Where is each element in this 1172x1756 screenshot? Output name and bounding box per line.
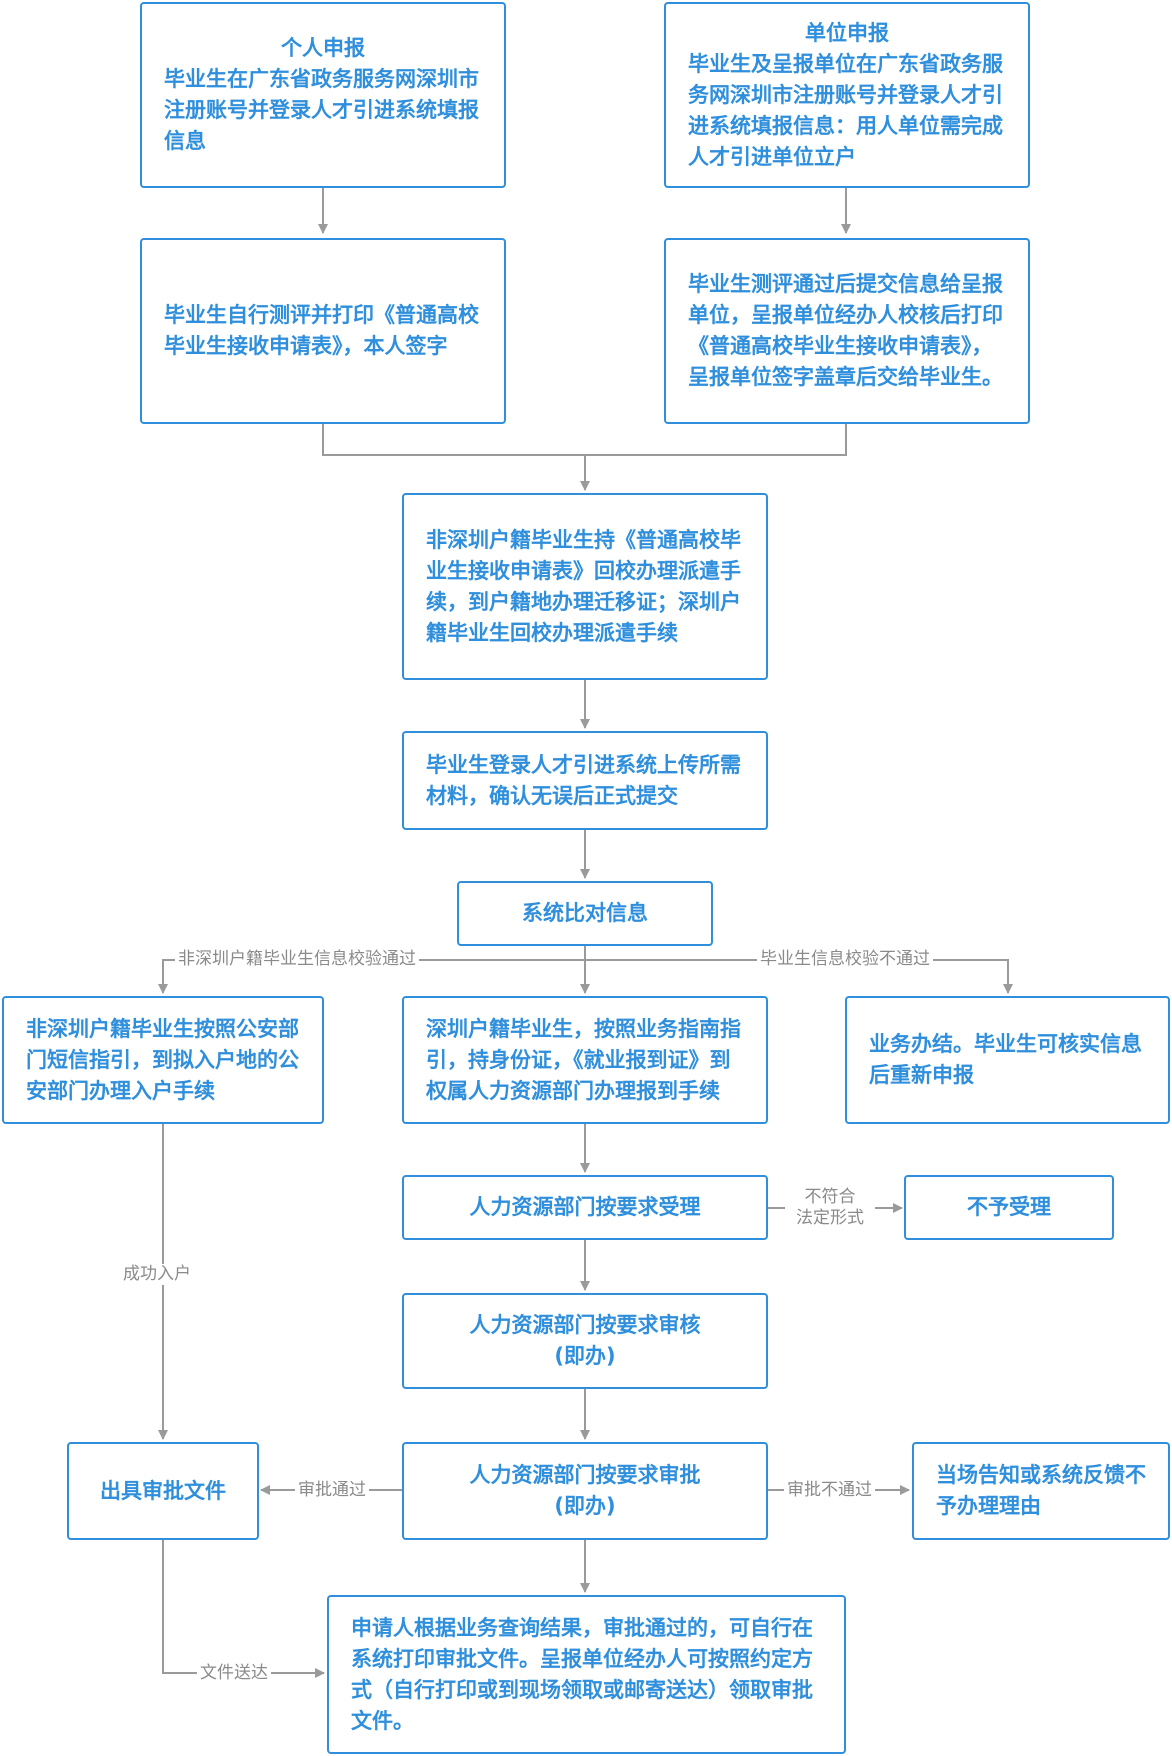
merge-line — [322, 424, 847, 456]
personal-application-title: 个人申报 — [281, 36, 365, 60]
self-evaluation-box: 毕业生自行测评并打印《普通高校毕业生接收申请表》，本人签字 — [140, 238, 506, 424]
dispatch-procedure-box: 非深圳户籍毕业生持《普通高校毕业生接收申请表》回校办理派遣手续，到户籍地办理迁移… — [402, 493, 768, 680]
hr-review-box: 人力资源部门按要求审核 (即办) — [402, 1293, 768, 1389]
unit-application-text: 毕业生及呈报单位在广东省政务服务网深圳市注册账号并登录人才引进系统填报信息：用人… — [688, 51, 1003, 169]
hr-accept-text: 人力资源部门按要求受理 — [469, 1195, 701, 1219]
dispatch-procedure-text: 非深圳户籍毕业生持《普通高校毕业生接收申请表》回校办理派遣手续，到户籍地办理迁移… — [426, 527, 741, 645]
sz-registration-box: 深圳户籍毕业生，按照业务指南指引，持身份证，《就业报到证》到权属人力资源部门办理… — [402, 996, 768, 1124]
arrow-compare-to-non-sz — [158, 959, 585, 994]
issue-document-text: 出具审批文件 — [100, 1478, 226, 1503]
label-approved: 审批通过 — [295, 1480, 369, 1501]
issue-document-box: 出具审批文件 — [67, 1442, 259, 1540]
label-not-conform: 不符合 法定形式 — [785, 1187, 875, 1229]
notify-reason-text: 当场告知或系统反馈不予办理理由 — [936, 1463, 1146, 1518]
label-non-sz-pass: 非深圳户籍毕业生信息校验通过 — [175, 949, 419, 970]
final-result-box: 申请人根据业务查询结果，审批通过的，可自行在系统打印审批文件。呈报单位经办人可按… — [327, 1595, 846, 1754]
label-not-approved: 审批不通过 — [784, 1480, 875, 1501]
verify-fail-text: 业务办结。毕业生可核实信息后重新申报 — [869, 1032, 1142, 1087]
hr-approve-note: (即办) — [554, 1494, 616, 1518]
unit-evaluation-box: 毕业生测评通过后提交信息给呈报单位，呈报单位经办人校核后打印《普通高校毕业生接收… — [664, 238, 1030, 424]
reject-text: 不予受理 — [967, 1195, 1051, 1219]
upload-materials-box: 毕业生登录人才引进系统上传所需材料，确认无误后正式提交 — [402, 731, 768, 830]
label-success-hukou: 成功入户 — [120, 1264, 194, 1285]
hr-approve-text: 人力资源部门按要求审批 — [469, 1463, 701, 1487]
hr-accept-box: 人力资源部门按要求受理 — [402, 1175, 768, 1240]
non-sz-hukou-box: 非深圳户籍毕业生按照公安部门短信指引，到拟入户地的公安部门办理入户手续 — [2, 996, 324, 1124]
non-sz-hukou-text: 非深圳户籍毕业生按照公安部门短信指引，到拟入户地的公安部门办理入户手续 — [26, 1016, 299, 1103]
personal-application-text: 毕业生在广东省政务服务网深圳市注册账号并登录人才引进系统填报信息 — [164, 67, 479, 153]
notify-reason-box: 当场告知或系统反馈不予办理理由 — [912, 1442, 1170, 1540]
upload-materials-text: 毕业生登录人才引进系统上传所需材料，确认无误后正式提交 — [426, 752, 741, 808]
sz-registration-text: 深圳户籍毕业生，按照业务指南指引，持身份证，《就业报到证》到权属人力资源部门办理… — [426, 1016, 741, 1103]
arrow-issue-to-final — [162, 1540, 325, 1678]
verify-fail-box: 业务办结。毕业生可核实信息后重新申报 — [845, 996, 1170, 1124]
label-doc-delivery: 文件送达 — [197, 1663, 271, 1684]
hr-review-text: 人力资源部门按要求审核 — [469, 1313, 701, 1337]
final-result-text: 申请人根据业务查询结果，审批通过的，可自行在系统打印审批文件。呈报单位经办人可按… — [351, 1615, 813, 1733]
system-compare-box: 系统比对信息 — [457, 881, 713, 946]
reject-box: 不予受理 — [904, 1175, 1114, 1240]
system-compare-text: 系统比对信息 — [522, 901, 648, 925]
unit-evaluation-text: 毕业生测评通过后提交信息给呈报单位，呈报单位经办人校核后打印《普通高校毕业生接收… — [688, 272, 1003, 389]
label-verify-fail: 毕业生信息校验不通过 — [757, 949, 933, 970]
unit-application-box: 单位申报 毕业生及呈报单位在广东省政务服务网深圳市注册账号并登录人才引进系统填报… — [664, 2, 1030, 188]
hr-approve-box: 人力资源部门按要求审批 (即办) — [402, 1442, 768, 1540]
hr-review-note: (即办) — [554, 1344, 616, 1368]
self-evaluation-text: 毕业生自行测评并打印《普通高校毕业生接收申请表》，本人签字 — [164, 303, 479, 358]
label-not-conform-line1: 不符合 — [804, 1187, 856, 1207]
label-not-conform-line2: 法定形式 — [796, 1208, 864, 1228]
unit-application-title: 单位申报 — [805, 20, 889, 45]
arrow-compare-to-fail — [585, 959, 1013, 994]
personal-application-box: 个人申报 毕业生在广东省政务服务网深圳市注册账号并登录人才引进系统填报信息 — [140, 2, 506, 188]
